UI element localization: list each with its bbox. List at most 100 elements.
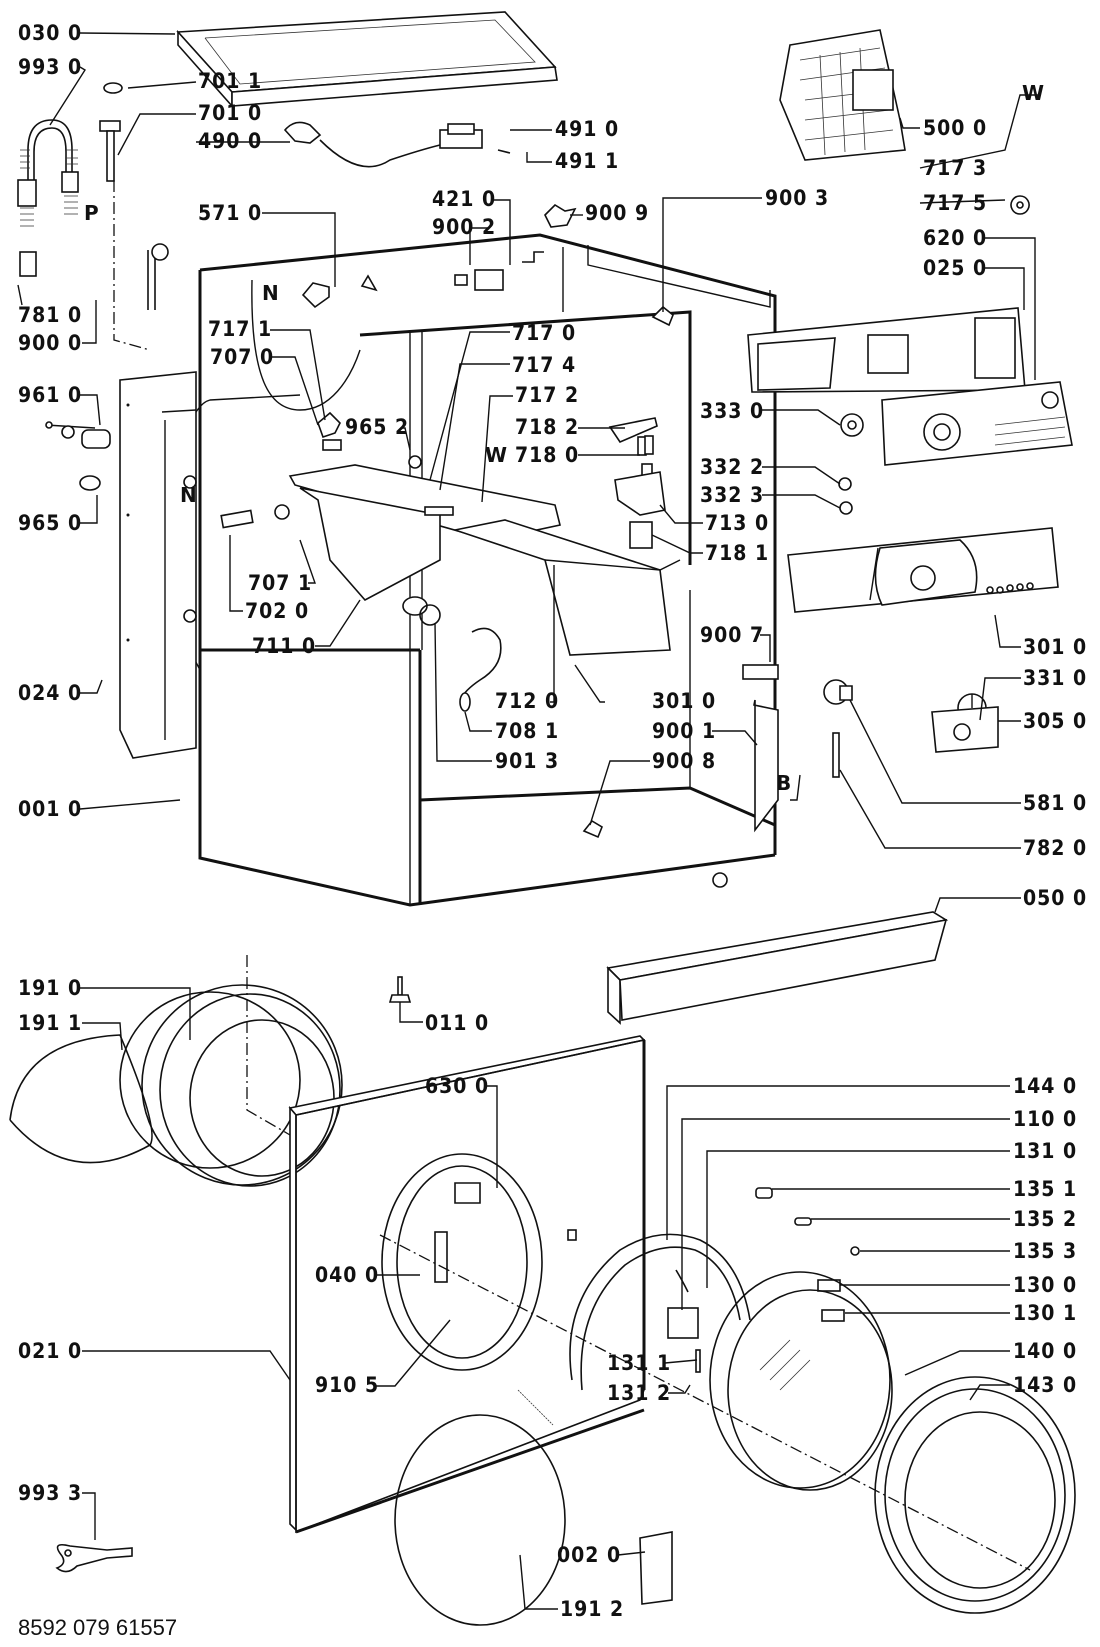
part-callout-label: 011 0 [425,1011,489,1035]
part-callout-label: 961 0 [18,383,82,407]
part-callout-label: 301 0 [1023,635,1087,659]
letter-marker: N [262,281,279,305]
door-glass-part [709,1271,893,1491]
door-frame-part [569,1233,751,1391]
top-cover-part [176,11,558,109]
part-callout-label: 333 0 [700,399,764,423]
part-callout-label: 040 0 [315,1263,379,1287]
part-callout-label: 701 1 [198,69,262,93]
part-callout-label: 900 0 [18,331,82,355]
part-callout-label: 332 3 [700,483,764,507]
letter-marker: B [776,771,791,795]
part-callout-label: 131 0 [1013,1139,1077,1163]
part-callout-label: 782 0 [1023,836,1087,860]
part-callout-label: 965 0 [18,511,82,535]
kickplate-part [606,911,949,1025]
part-callout-label: 191 2 [560,1597,624,1621]
part-callout-label: 717 1 [208,317,272,341]
part-callout-label: 002 0 [557,1543,621,1567]
control-module-part [779,29,906,161]
part-callout-label: 130 1 [1013,1301,1077,1325]
document-number: 8592 079 61557 [18,1615,177,1640]
part-callout-label: 144 0 [1013,1074,1077,1098]
part-callout-label: 702 0 [245,599,309,623]
part-callout-label: 707 1 [248,571,312,595]
pressure-switch-part [823,679,853,778]
part-callout-label: 900 1 [652,719,716,743]
part-callout-label: 910 5 [315,1373,379,1397]
membrane-panel-part [931,706,999,753]
part-callout-label: 620 0 [923,226,987,250]
part-callout-label: 331 0 [1023,666,1087,690]
counterweight-bolt-part [45,421,111,491]
part-callout-label: 332 2 [700,455,764,479]
fill-hose-part [17,119,79,277]
part-callout-label: 900 9 [585,201,649,225]
part-callout-label: 030 0 [18,21,82,45]
part-callout-label: 717 4 [512,353,576,377]
part-callout-label: 707 0 [210,345,274,369]
clip-part [582,819,603,839]
dispenser-handle-parts [608,417,666,549]
front-control-panel-part [787,527,1059,613]
part-callout-label: 993 0 [18,55,82,79]
instruction-card-part [639,1531,673,1605]
bracket-parts [742,664,779,833]
part-callout-label: 131 1 [607,1351,671,1375]
drain-plug-part [99,82,511,351]
part-callout-label: 135 2 [1013,1207,1077,1231]
axis-line [379,1234,1031,1571]
drain-hose-part [459,627,502,712]
door-ring-part [874,1376,1076,1614]
detergent-dispenser-part [220,464,681,656]
part-callout-label: 717 0 [512,321,576,345]
part-callout-label: 191 0 [18,976,82,1000]
control-board-part [747,307,1026,393]
letter-marker: N [180,483,197,507]
part-callout-label: 140 0 [1013,1339,1077,1363]
part-callout-label: 024 0 [18,681,82,705]
part-callout-label: 421 0 [432,187,496,211]
part-callout-label: 191 1 [18,1011,82,1035]
part-callout-label: 131 2 [607,1381,671,1405]
part-callout-label: 571 0 [198,201,262,225]
part-callout-label: 708 1 [495,719,559,743]
part-callout-label: 490 0 [198,129,262,153]
letter-marker: P [84,201,99,225]
part-callout-label: 717 2 [515,383,579,407]
adjustable-foot-part [388,976,412,1003]
part-callout-label: 301 0 [652,689,716,713]
part-callout-label: 717 3 [923,156,987,180]
part-callout-label: 993 3 [18,1481,82,1505]
part-callout-label: 900 7 [700,623,764,647]
cabinet-body-part [173,233,777,907]
part-callout-label: 500 0 [923,116,987,140]
part-callout-label: 718 1 [705,541,769,565]
part-callout-label: 581 0 [1023,791,1087,815]
part-callout-label: 900 8 [652,749,716,773]
small-fittings-part [301,203,674,469]
part-callout-label: 130 0 [1013,1273,1077,1297]
part-callout-label: 900 2 [432,215,496,239]
letter-marker: W [1022,81,1044,105]
part-callout-label: 781 0 [18,303,82,327]
side-panel-part [119,371,197,759]
leader-lines [17,32,1040,1610]
part-callout-label: 135 1 [1013,1177,1077,1201]
part-callout-label: 491 1 [555,149,619,173]
part-callout-label: 110 0 [1013,1107,1077,1131]
part-callout-label: 717 5 [923,191,987,215]
part-callout-label: 305 0 [1023,709,1087,733]
control-panel-electronics-part [881,381,1073,466]
part-callout-label: 025 0 [923,256,987,280]
wrench-tool-part [55,1543,133,1573]
part-callout-label: 711 0 [252,634,316,658]
part-callout-label: 718 0 [515,443,579,467]
part-callout-label: 135 3 [1013,1239,1077,1263]
part-callout-label: 718 2 [515,415,579,439]
part-callout-label: 965 2 [345,415,409,439]
